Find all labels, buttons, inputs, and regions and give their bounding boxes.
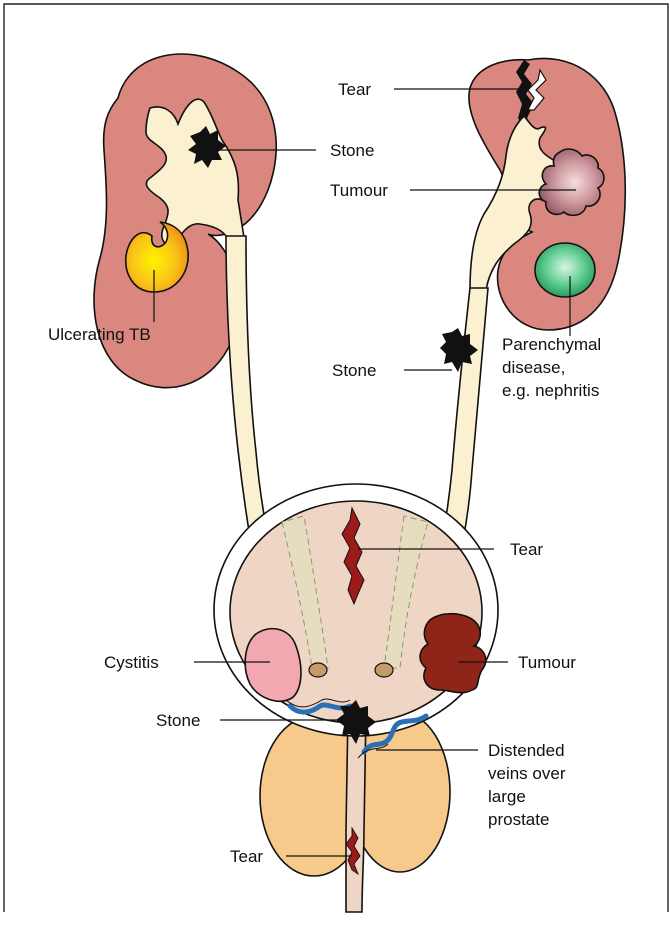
label-parenchymal-1: Parenchymal	[502, 335, 601, 354]
bladder-tumour	[420, 614, 486, 693]
label-kidney-tear: Tear	[338, 80, 371, 99]
label-left-kidney-stone: Stone	[330, 141, 374, 160]
label-parenchymal-3: e.g. nephritis	[502, 381, 599, 400]
label-bladder-neck-stone: Stone	[156, 711, 200, 730]
label-cystitis: Cystitis	[104, 653, 159, 672]
left-ureteric-orifice	[309, 663, 327, 677]
cystitis-patch	[245, 629, 301, 702]
label-urethral-tear: Tear	[230, 847, 263, 866]
label-veins-2: veins over	[488, 764, 566, 783]
label-veins-3: large	[488, 787, 526, 806]
label-renal-tumour: Tumour	[330, 181, 388, 200]
parenchymal-lesion	[535, 243, 595, 297]
label-ulcerating-tb: Ulcerating TB	[48, 325, 151, 344]
label-veins-1: Distended	[488, 741, 565, 760]
right-kidney	[469, 58, 625, 330]
label-bladder-tear: Tear	[510, 540, 543, 559]
label-ureteric-stone: Stone	[332, 361, 376, 380]
bladder	[214, 484, 498, 736]
label-veins-4: prostate	[488, 810, 549, 829]
right-ureteric-orifice	[375, 663, 393, 677]
label-parenchymal-2: disease,	[502, 358, 565, 377]
label-bladder-tumour: Tumour	[518, 653, 576, 672]
